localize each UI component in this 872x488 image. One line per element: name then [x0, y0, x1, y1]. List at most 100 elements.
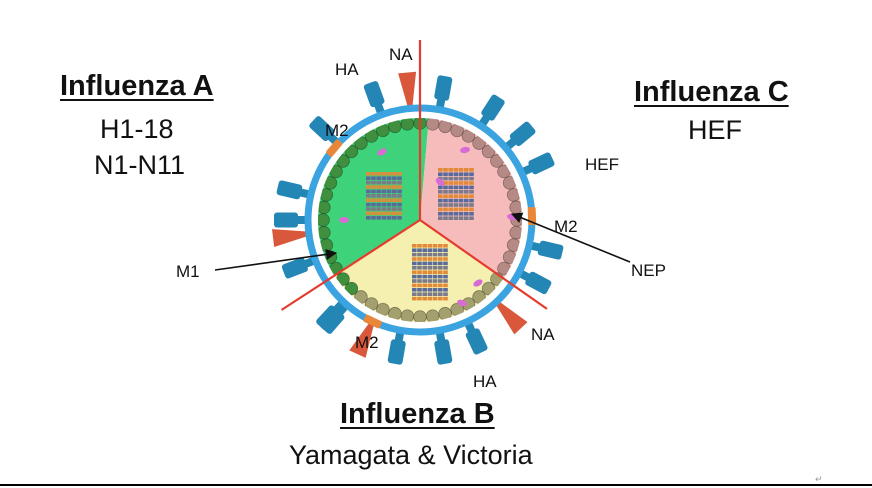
rnp-unit	[376, 189, 381, 194]
m1-bead	[438, 119, 452, 134]
influenza-c-protein: HEF	[688, 115, 742, 145]
rnp-unit	[371, 194, 376, 198]
influenza-a-ha-subtypes: H1-18	[100, 114, 174, 144]
neuraminidase-spike	[272, 229, 310, 247]
rnp-unit	[412, 248, 417, 252]
rnp-unit	[427, 296, 433, 301]
rnp-unit	[469, 203, 474, 207]
m1-bead	[364, 129, 379, 143]
rnp-unit	[432, 292, 438, 296]
rnp-unit	[376, 176, 381, 180]
rnp-unit	[371, 207, 376, 211]
rnp-unit	[386, 176, 392, 180]
rnp-unit	[392, 216, 397, 220]
m1-bead	[319, 238, 334, 252]
rnp-unit	[448, 190, 453, 194]
rnp-unit	[464, 168, 469, 172]
rnp-unit	[438, 185, 443, 190]
rnp-unit	[412, 244, 417, 248]
rnp-unit	[438, 248, 443, 252]
nep-particle	[377, 148, 387, 156]
rnp-unit	[412, 266, 417, 270]
rnp-unit	[443, 266, 448, 270]
m1-bead	[344, 281, 359, 296]
rnp-unit	[443, 292, 448, 296]
rnp-unit	[432, 288, 438, 292]
m1-bead	[450, 123, 464, 138]
rnp-unit	[427, 244, 433, 248]
rnp-unit	[371, 172, 376, 176]
rnp-unit	[366, 176, 371, 180]
rnp-unit	[427, 257, 433, 261]
rnp-unit	[458, 203, 464, 207]
rnp-unit	[453, 185, 459, 190]
m1-bead	[376, 302, 390, 317]
rnp-unit	[386, 198, 392, 202]
rnp-unit	[432, 261, 438, 266]
nep-particles	[339, 146, 517, 307]
rnp-unit	[376, 198, 381, 202]
matrix-protein-layer	[318, 118, 522, 322]
rnp-unit	[443, 261, 448, 266]
rnp-unit	[381, 189, 387, 194]
rnp-unit	[376, 202, 381, 207]
rnp-unit	[381, 211, 387, 216]
m1-bead	[376, 123, 390, 138]
m1-bead	[318, 200, 331, 215]
nep-label: NEP	[631, 261, 666, 280]
rnp-unit	[448, 168, 453, 172]
rnp-unit	[443, 283, 448, 288]
m2-label-left: M2	[325, 121, 349, 140]
rnp-unit	[392, 189, 397, 194]
rnp-unit	[427, 279, 433, 283]
rnp-unit	[427, 288, 433, 292]
rnp-unit	[397, 211, 402, 216]
rnp-unit	[438, 168, 443, 172]
rnp-unit	[438, 283, 443, 288]
rnp-unit	[443, 279, 448, 283]
rnp-unit	[448, 212, 453, 216]
rnp-unit	[422, 270, 427, 274]
rnp-unit	[417, 288, 422, 292]
rnp-block	[438, 168, 474, 220]
rnp-unit	[397, 198, 402, 202]
rnp-unit	[371, 198, 376, 202]
rnp-unit	[453, 207, 459, 212]
m1-bead	[400, 118, 415, 131]
rnp-unit	[417, 266, 422, 270]
m1-bead	[388, 119, 402, 134]
rnp-unit	[432, 296, 438, 301]
rnp-unit	[458, 176, 464, 181]
rnp-unit	[443, 190, 448, 194]
rnp-unit	[464, 185, 469, 190]
rnp-unit	[464, 176, 469, 181]
rnp-block	[412, 244, 448, 301]
rnp-unit	[432, 274, 438, 279]
m1-bead	[481, 281, 496, 296]
rnp-unit	[381, 194, 387, 198]
rnp-unit	[412, 279, 417, 283]
rnp-unit	[376, 194, 381, 198]
rnp-unit	[438, 172, 443, 176]
rnp-unit	[366, 216, 371, 220]
rnp-unit	[371, 185, 376, 189]
type-divider	[419, 219, 548, 310]
rnp-unit	[458, 198, 464, 203]
rnp-unit	[381, 202, 387, 207]
rnp-unit	[386, 172, 392, 176]
m1-bead	[344, 144, 359, 159]
rnp-unit	[366, 198, 371, 202]
nep-particle	[460, 146, 470, 154]
rnp-unit	[381, 176, 387, 180]
ribonucleoprotein-segments	[366, 168, 474, 301]
rnp-unit	[422, 248, 427, 252]
rnp-unit	[438, 244, 443, 248]
rnp-unit	[453, 203, 459, 207]
rnp-unit	[381, 216, 387, 220]
rnp-unit	[448, 176, 453, 181]
rnp-unit	[366, 211, 371, 216]
rnp-unit	[371, 211, 376, 216]
influenza-c-title: Influenza C	[634, 76, 789, 108]
rnp-unit	[422, 252, 427, 257]
rnp-unit	[469, 212, 474, 216]
